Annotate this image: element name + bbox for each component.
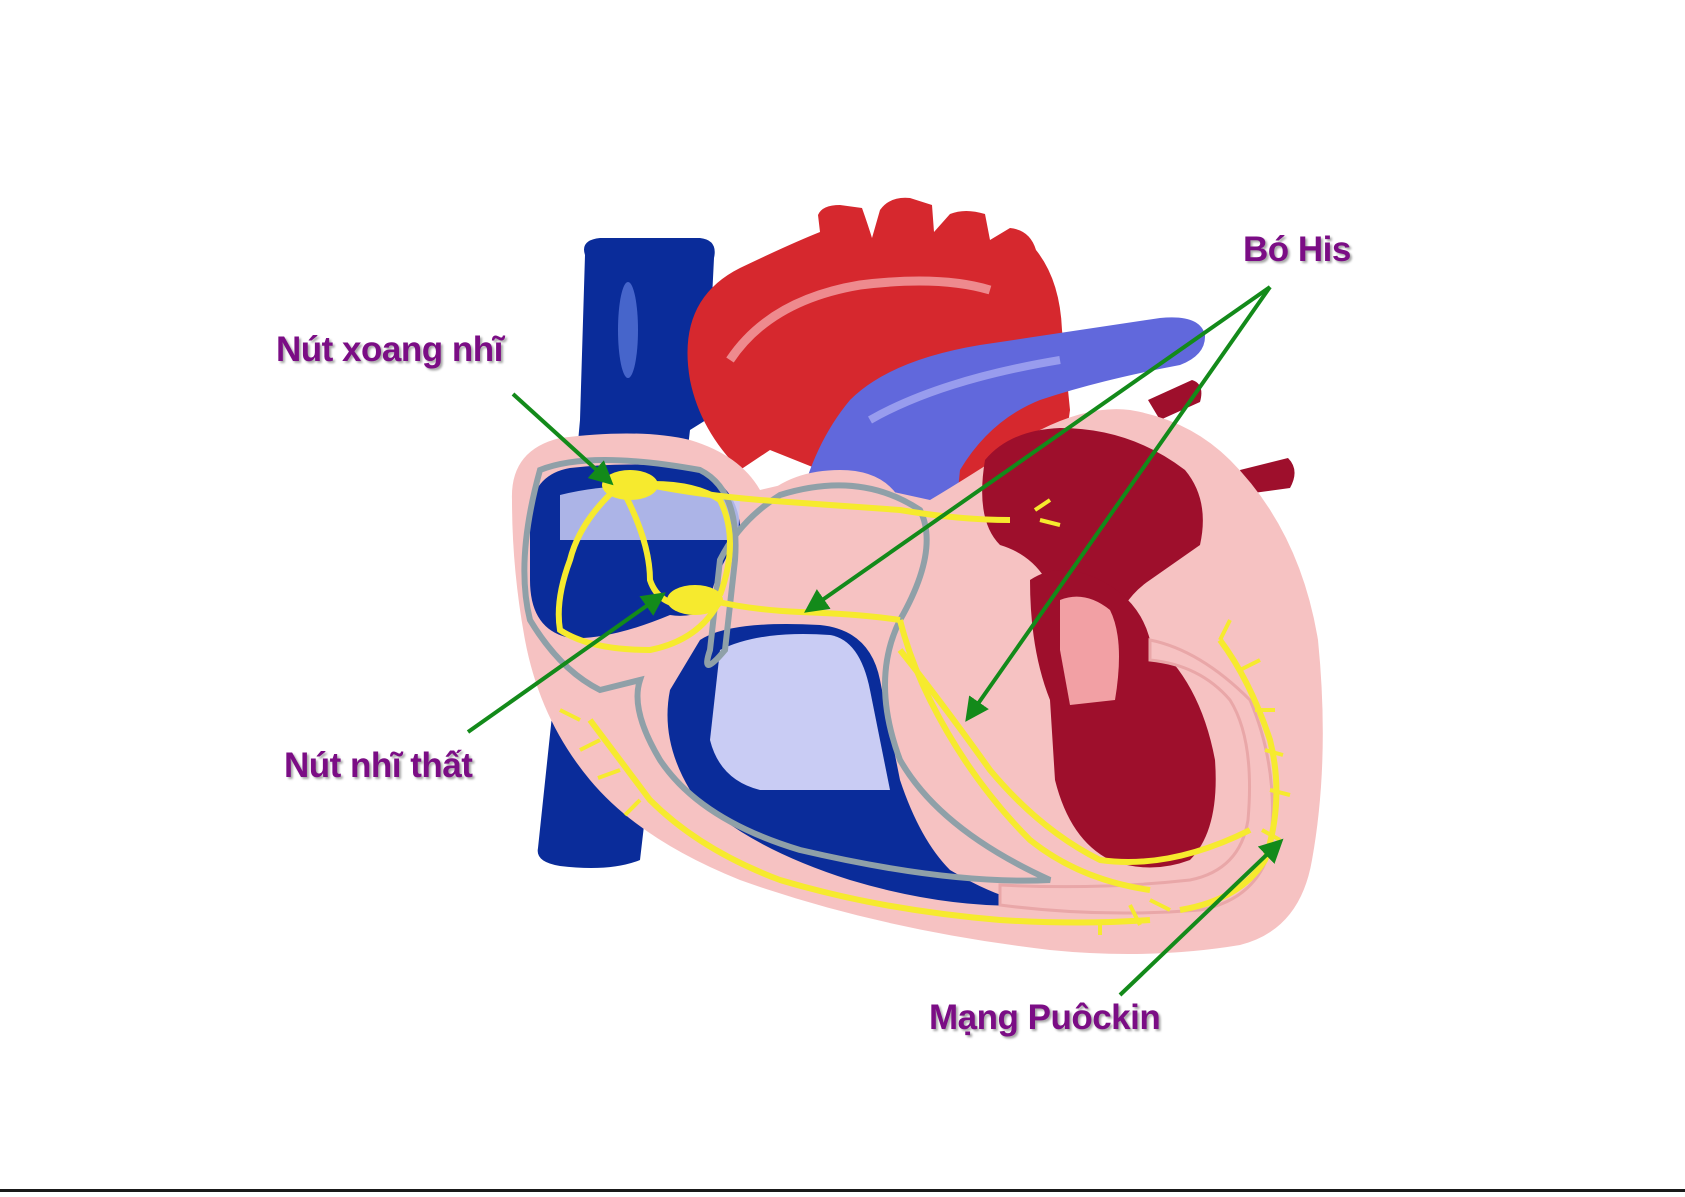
bundle-of-his-label: Bó His	[1243, 230, 1351, 270]
sa-node-label: Nút xoang nhĩ	[276, 330, 503, 370]
pulmonary-vein-top	[1148, 380, 1201, 420]
av-node-label: Nút nhĩ thất	[284, 746, 472, 786]
purkinje-network-label: Mạng Puôckin	[929, 998, 1160, 1038]
left-ventricle-inner	[1060, 597, 1119, 705]
av-node	[667, 585, 723, 615]
vena-cava-highlight	[618, 282, 638, 378]
sa-node	[602, 470, 658, 500]
